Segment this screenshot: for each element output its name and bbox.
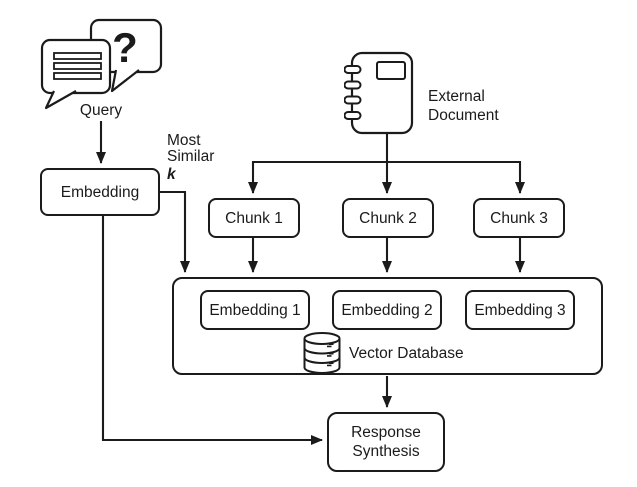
chunk-3-box: Chunk 3 bbox=[473, 198, 565, 238]
chunk-3-label: Chunk 3 bbox=[490, 209, 548, 227]
embedding-to-response-arrow bbox=[101, 216, 323, 445]
response-synthesis-box: Response Synthesis bbox=[327, 412, 445, 472]
embedding-1-label: Embedding 1 bbox=[209, 301, 301, 319]
chat-text-lines bbox=[53, 52, 102, 80]
external-document-label: External Document bbox=[428, 88, 499, 124]
embedding-3-label: Embedding 3 bbox=[474, 301, 566, 319]
response-synthesis-label: Response Synthesis bbox=[351, 424, 421, 460]
embedding-box: Embedding bbox=[40, 168, 160, 216]
chunk-1-label: Chunk 1 bbox=[225, 209, 283, 227]
most-similar-k: k bbox=[167, 166, 176, 183]
chunk-2-label: Chunk 2 bbox=[359, 209, 417, 227]
vector-database-label: Vector Database bbox=[349, 345, 464, 362]
chunk-2-box: Chunk 2 bbox=[342, 198, 434, 238]
most-similar-label: Most Similar bbox=[167, 132, 215, 165]
query-label: Query bbox=[79, 102, 123, 119]
question-mark: ? bbox=[112, 24, 138, 71]
chunk-1-box: Chunk 1 bbox=[208, 198, 300, 238]
embedding-2-box: Embedding 2 bbox=[332, 290, 442, 330]
database-cylinder-icon bbox=[303, 332, 341, 374]
embedding-2-label: Embedding 2 bbox=[341, 301, 433, 319]
embedding-to-vectordb-arrow bbox=[160, 190, 190, 273]
embedding-3-box: Embedding 3 bbox=[465, 290, 575, 330]
embedding-1-box: Embedding 1 bbox=[200, 290, 310, 330]
embedding-label: Embedding bbox=[60, 183, 140, 201]
document-branch-line bbox=[253, 133, 520, 164]
query-chat-bubbles-icon: ? bbox=[40, 18, 163, 110]
external-document-notebook-icon bbox=[344, 51, 414, 135]
